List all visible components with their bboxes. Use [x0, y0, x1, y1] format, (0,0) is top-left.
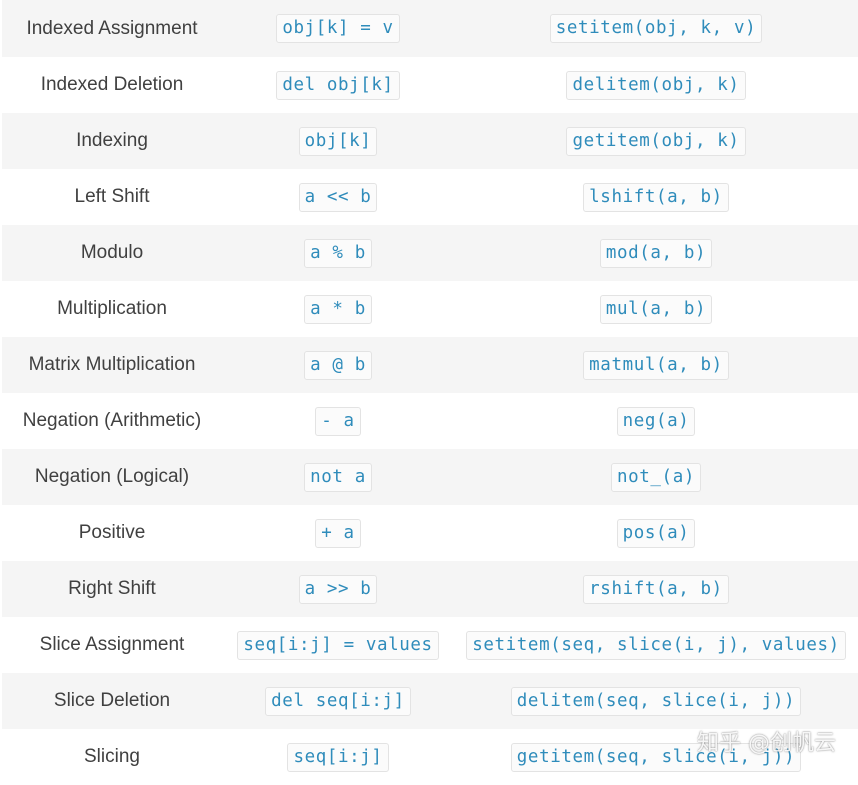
- operation-label: Matrix Multiplication: [28, 354, 196, 375]
- function-code: getitem(seq, slice(i, j)): [510, 742, 802, 772]
- operation-label: Slicing: [84, 746, 140, 767]
- syntax-code: a >> b: [298, 574, 378, 604]
- table-row: Slice Deletion del seq[i:j] delitem(seq,…: [2, 673, 858, 729]
- function-cell: lshift(a, b): [454, 169, 858, 225]
- syntax-cell: obj[k] = v: [222, 0, 454, 57]
- function-cell: not_(a): [454, 449, 858, 505]
- function-code: delitem(obj, k): [566, 70, 746, 100]
- syntax-cell: + a: [222, 505, 454, 561]
- operation-cell: Indexed Deletion: [2, 57, 222, 113]
- operation-cell: Matrix Multiplication: [2, 337, 222, 393]
- table-row: Modulo a % b mod(a, b): [2, 225, 858, 281]
- table-row: Slice Assignment seq[i:j] = values setit…: [2, 617, 858, 673]
- syntax-code: del obj[k]: [276, 70, 400, 100]
- table-row: Matrix Multiplication a @ b matmul(a, b): [2, 337, 858, 393]
- function-code: getitem(obj, k): [566, 126, 746, 156]
- syntax-code: + a: [315, 518, 361, 548]
- syntax-cell: seq[i:j]: [222, 729, 454, 785]
- operation-label: Multiplication: [57, 298, 167, 319]
- operation-cell: Slice Assignment: [2, 617, 222, 673]
- operation-label: Positive: [78, 522, 146, 543]
- function-code: delitem(seq, slice(i, j)): [510, 686, 802, 716]
- table-row: Indexed Deletion del obj[k] delitem(obj,…: [2, 57, 858, 113]
- syntax-cell: a >> b: [222, 561, 454, 617]
- function-code: neg(a): [616, 406, 696, 436]
- function-cell: delitem(seq, slice(i, j)): [454, 673, 858, 729]
- function-cell: pos(a): [454, 505, 858, 561]
- operation-label: Right Shift: [68, 578, 156, 599]
- syntax-code: del seq[i:j]: [265, 686, 411, 716]
- operation-label: Negation (Arithmetic): [22, 410, 202, 431]
- table-row: Indexed Assignment obj[k] = v setitem(ob…: [2, 0, 858, 57]
- syntax-code: a * b: [304, 294, 372, 324]
- operation-label: Modulo: [80, 242, 144, 263]
- operation-cell: Indexed Assignment: [2, 0, 222, 57]
- syntax-cell: - a: [222, 393, 454, 449]
- table-row: Slicing seq[i:j] getitem(seq, slice(i, j…: [2, 729, 858, 785]
- syntax-code: not a: [304, 462, 372, 492]
- syntax-code: obj[k]: [298, 126, 378, 156]
- syntax-cell: not a: [222, 449, 454, 505]
- operation-cell: Left Shift: [2, 169, 222, 225]
- syntax-code: a % b: [304, 238, 372, 268]
- table-row: Negation (Arithmetic) - a neg(a): [2, 393, 858, 449]
- function-code: mod(a, b): [599, 238, 713, 268]
- table-row: Negation (Logical) not a not_(a): [2, 449, 858, 505]
- operation-cell: Negation (Arithmetic): [2, 393, 222, 449]
- table-row: Multiplication a * b mul(a, b): [2, 281, 858, 337]
- table-row: Positive + a pos(a): [2, 505, 858, 561]
- operation-label: Indexed Assignment: [26, 17, 198, 39]
- function-code: setitem(obj, k, v): [549, 14, 763, 43]
- table-row: Right Shift a >> b rshift(a, b): [2, 561, 858, 617]
- operation-cell: Positive: [2, 505, 222, 561]
- syntax-cell: seq[i:j] = values: [222, 617, 454, 673]
- syntax-cell: del seq[i:j]: [222, 673, 454, 729]
- function-cell: rshift(a, b): [454, 561, 858, 617]
- operation-cell: Right Shift: [2, 561, 222, 617]
- function-code: matmul(a, b): [583, 350, 729, 380]
- syntax-cell: a * b: [222, 281, 454, 337]
- syntax-code: obj[k] = v: [276, 14, 400, 43]
- function-code: setitem(seq, slice(i, j), values): [466, 630, 846, 660]
- operation-cell: Slicing: [2, 729, 222, 785]
- function-cell: setitem(obj, k, v): [454, 0, 858, 57]
- operation-cell: Negation (Logical): [2, 449, 222, 505]
- function-code: pos(a): [616, 518, 696, 548]
- syntax-code: seq[i:j]: [287, 742, 389, 772]
- operation-label: Slice Assignment: [39, 634, 185, 655]
- table-row: Left Shift a << b lshift(a, b): [2, 169, 858, 225]
- operation-cell: Modulo: [2, 225, 222, 281]
- operation-label: Indexed Deletion: [40, 74, 184, 95]
- operation-label: Negation (Logical): [34, 466, 190, 487]
- function-cell: delitem(obj, k): [454, 57, 858, 113]
- syntax-code: - a: [315, 406, 361, 436]
- operation-cell: Indexing: [2, 113, 222, 169]
- function-cell: neg(a): [454, 393, 858, 449]
- syntax-cell: a @ b: [222, 337, 454, 393]
- syntax-cell: obj[k]: [222, 113, 454, 169]
- syntax-cell: a % b: [222, 225, 454, 281]
- syntax-cell: del obj[k]: [222, 57, 454, 113]
- table-row: Indexing obj[k] getitem(obj, k): [2, 113, 858, 169]
- function-cell: mul(a, b): [454, 281, 858, 337]
- function-code: not_(a): [611, 462, 701, 492]
- syntax-code: a << b: [298, 182, 378, 212]
- syntax-code: a @ b: [304, 350, 372, 380]
- operation-cell: Multiplication: [2, 281, 222, 337]
- operation-label: Left Shift: [74, 186, 150, 207]
- function-code: lshift(a, b): [583, 182, 729, 212]
- syntax-code: seq[i:j] = values: [237, 630, 439, 660]
- operation-cell: Slice Deletion: [2, 673, 222, 729]
- function-cell: mod(a, b): [454, 225, 858, 281]
- function-cell: setitem(seq, slice(i, j), values): [454, 617, 858, 673]
- function-code: mul(a, b): [599, 294, 713, 324]
- function-cell: getitem(seq, slice(i, j)): [454, 729, 858, 785]
- operation-label: Slice Deletion: [53, 690, 171, 711]
- function-cell: matmul(a, b): [454, 337, 858, 393]
- function-cell: getitem(obj, k): [454, 113, 858, 169]
- function-code: rshift(a, b): [583, 574, 729, 604]
- operation-label: Indexing: [76, 130, 148, 151]
- syntax-cell: a << b: [222, 169, 454, 225]
